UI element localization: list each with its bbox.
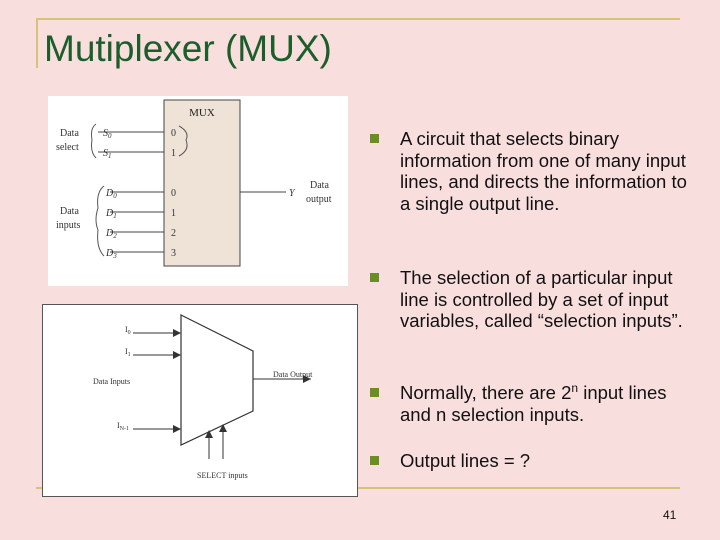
page-number: 41 — [663, 508, 677, 522]
input-pin-2: 2 — [171, 228, 176, 239]
data-output-label-2: output — [306, 194, 332, 205]
select-sub-1: 1 — [108, 152, 112, 160]
bottom-frame-line — [36, 487, 680, 489]
input-label-i1: I — [125, 347, 128, 356]
bullet-square-icon — [370, 456, 379, 465]
input-label-i0: I — [125, 325, 128, 334]
left-frame-line — [36, 18, 38, 68]
input-signal-d0: D — [105, 188, 114, 199]
input-pin-0: 0 — [171, 188, 176, 199]
mux-block-diagram: MUX Data select S0 S1 0 1 Data inputs D0… — [48, 96, 348, 286]
svg-text:I0: I0 — [125, 325, 131, 336]
mux-trapezoid — [180, 314, 254, 446]
input-signal-d1: D — [105, 208, 114, 219]
slide-title: Mutiplexer (MUX) — [44, 28, 332, 69]
svg-text:IN-1: IN-1 — [117, 421, 129, 432]
svg-text:D1: D1 — [105, 208, 117, 220]
select-inputs-label: SELECT inputs — [197, 471, 248, 480]
bullet-text: Normally, there are 2n input lines and n… — [400, 380, 667, 425]
svg-text:D0: D0 — [105, 188, 117, 200]
output-signal-y: Y — [289, 188, 296, 199]
input-pin-1: 1 — [171, 208, 176, 219]
data-output-label-1: Data — [310, 180, 329, 191]
mux-block-label: MUX — [189, 107, 215, 119]
select-signal-s1: S — [103, 148, 108, 159]
bullet-text: A circuit that selects binary informatio… — [400, 128, 687, 214]
input-signal-d3: D — [105, 248, 114, 259]
data-inputs-label: Data Inputs — [93, 377, 130, 386]
select-sub-0: 0 — [108, 132, 112, 140]
data-select-label-2: select — [56, 142, 79, 153]
svg-text:D2: D2 — [105, 228, 117, 240]
select-signal-s0: S — [103, 128, 108, 139]
top-frame-line — [36, 18, 680, 20]
svg-text:D3: D3 — [105, 248, 117, 260]
bullet-square-icon — [370, 388, 379, 397]
input-signal-d2: D — [105, 228, 114, 239]
data-inputs-label-1: Data — [60, 206, 79, 217]
svg-text:S1: S1 — [103, 148, 112, 160]
mux-trapezoid-diagram: I0 I1 IN-1 Data Inputs Data Output SELEC… — [42, 304, 358, 497]
select-pin-1: 1 — [171, 148, 176, 159]
mux-block — [163, 99, 241, 267]
data-output-label: Data Output — [273, 370, 313, 379]
data-select-label-1: Data — [60, 128, 79, 139]
svg-text:I1: I1 — [125, 347, 131, 358]
svg-text:S0: S0 — [103, 128, 112, 140]
bullet-square-icon — [370, 134, 379, 143]
data-inputs-label-2: inputs — [56, 220, 81, 231]
bullet-text: Output lines = ? — [400, 450, 531, 471]
bullet-text: The selection of a particular input line… — [400, 267, 683, 331]
input-label-in1: I — [117, 421, 120, 430]
input-pin-3: 3 — [171, 248, 176, 259]
select-pin-0: 0 — [171, 128, 176, 139]
bullet-square-icon — [370, 273, 379, 282]
